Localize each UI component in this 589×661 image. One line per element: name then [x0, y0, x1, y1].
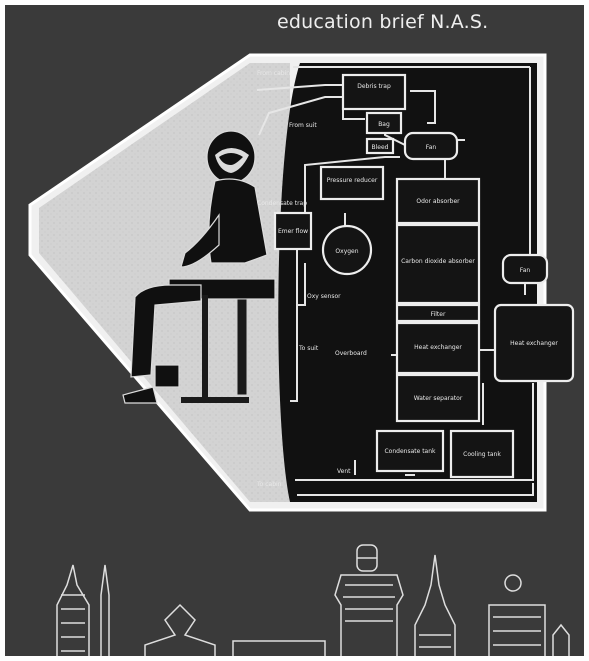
svg-text:Bleed: Bleed	[372, 144, 389, 151]
component-emergency-flow: Emer flow	[275, 213, 311, 249]
component-co2-absorber: Carbon dioxide absorber	[397, 225, 479, 303]
skyline-decoration	[57, 545, 569, 656]
component-bag: Bag	[367, 113, 401, 133]
label-to-suit: To suit	[298, 345, 319, 352]
component-heat-exchanger-side: Heat exchanger	[495, 305, 573, 381]
component-debris-trap: Debris trap	[343, 75, 405, 109]
label-vent: Vent	[337, 468, 351, 475]
svg-text:Cooling tank: Cooling tank	[463, 451, 501, 458]
label-condensate-trap: Condensate trap	[257, 200, 307, 207]
svg-text:Pressure reducer: Pressure reducer	[327, 177, 378, 184]
component-fan-top: Fan	[405, 133, 457, 159]
component-filter: Filter	[397, 305, 479, 321]
svg-text:Condensate tank: Condensate tank	[384, 448, 436, 455]
svg-text:Carbon dioxide absorber: Carbon dioxide absorber	[401, 258, 475, 265]
svg-text:Oxygen: Oxygen	[335, 248, 358, 255]
life-support-diagram: Debris trap Bag Bleed Fan Pressure reduc…	[5, 5, 584, 656]
component-water-separator: Water separator	[397, 375, 479, 421]
component-condensate-tank: Condensate tank	[377, 431, 443, 471]
label-to-cabin: To cabin	[256, 481, 282, 488]
svg-text:Fan: Fan	[520, 267, 531, 274]
component-bleed: Bleed	[367, 139, 393, 153]
label-o2-sensor: Oxy sensor	[307, 293, 341, 300]
component-fan-side: Fan	[503, 255, 547, 283]
label-overboard: Overboard	[335, 350, 367, 357]
svg-text:Heat exchanger: Heat exchanger	[510, 340, 558, 347]
svg-text:Debris trap: Debris trap	[357, 83, 391, 90]
component-cooling-tank: Cooling tank	[451, 431, 513, 477]
component-pressure-reducer: Pressure reducer	[321, 167, 383, 199]
svg-text:Fan: Fan	[426, 144, 437, 151]
svg-text:Water separator: Water separator	[414, 395, 463, 402]
poster-frame: education brief N.A.S.	[5, 5, 584, 656]
svg-text:Odor absorber: Odor absorber	[416, 198, 460, 205]
svg-text:Heat exchanger: Heat exchanger	[414, 344, 462, 351]
component-oxygen: Oxygen	[323, 226, 371, 274]
svg-text:Filter: Filter	[431, 311, 446, 318]
svg-text:Emer flow: Emer flow	[278, 228, 308, 235]
component-odor-absorber: Odor absorber	[397, 179, 479, 223]
label-from-suit: From suit	[289, 122, 317, 129]
label-from-cabin: From cabin	[257, 70, 290, 77]
component-heat-exchanger-main: Heat exchanger	[397, 323, 479, 373]
svg-text:Bag: Bag	[378, 121, 390, 128]
